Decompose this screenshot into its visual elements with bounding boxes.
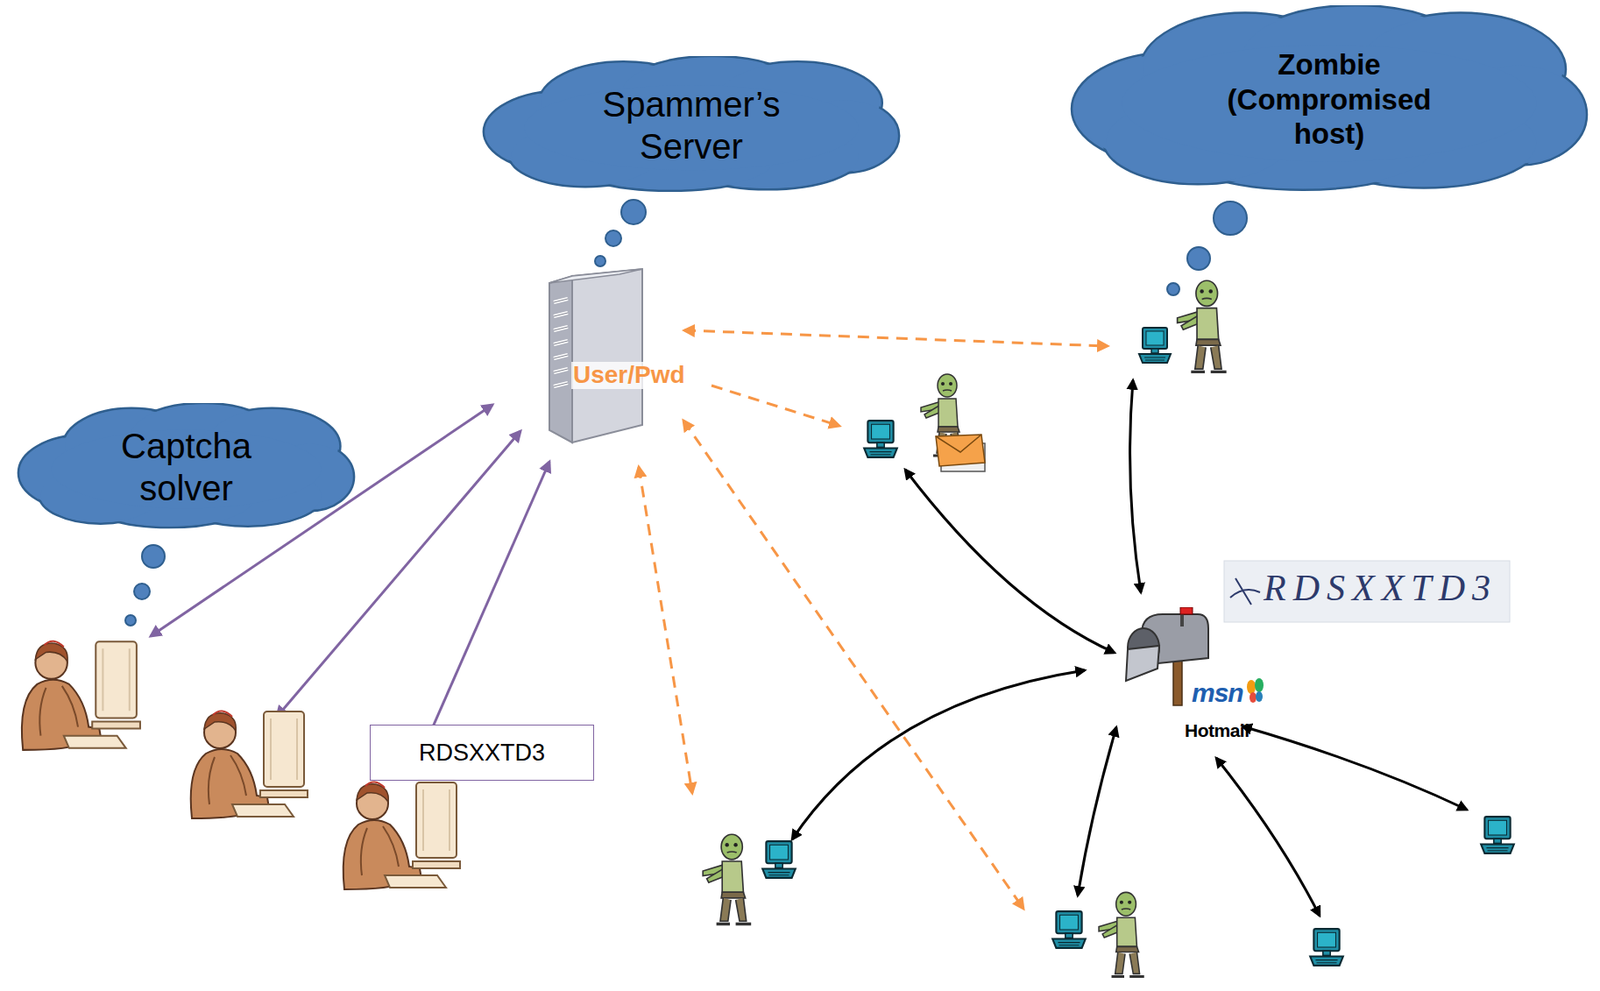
art-part [1077, 727, 1117, 896]
captcha-worker [191, 710, 308, 819]
cloud-title: Captcha solver [94, 424, 279, 510]
zombie-figure [702, 834, 751, 924]
zombie-figure [1177, 280, 1227, 372]
art-part [684, 330, 1108, 347]
art-part [711, 385, 840, 426]
art-part [134, 583, 150, 600]
control-links [638, 330, 1108, 909]
art-part [594, 255, 606, 267]
msn-butterfly [1246, 678, 1264, 703]
computer-icon [1480, 816, 1515, 854]
art-part [605, 230, 622, 247]
art-part [1130, 380, 1141, 593]
art-part [1255, 691, 1263, 702]
cloud-shape [479, 56, 904, 194]
art-part [1187, 247, 1211, 270]
computer-icon [762, 841, 796, 878]
art-part [1242, 726, 1467, 810]
captcha-text: RDSXXTD3 [1261, 567, 1500, 609]
art-part [1213, 201, 1247, 235]
server-icon [549, 269, 643, 443]
server-cloud: Spammer’s Server [479, 56, 904, 194]
captcha-worker [21, 641, 141, 751]
computer-icon [1309, 928, 1344, 966]
computer-icon [1139, 327, 1171, 363]
mail-links [792, 380, 1467, 916]
cloud-title: Zombie (Compromised host) [1210, 47, 1448, 152]
cloud-fill [1122, 44, 1537, 162]
credential-label: User/Pwd [571, 361, 687, 390]
captcha-answer: RDSXXTD3 [418, 738, 546, 767]
zombie-cloud: Zombie (Compromised host) [1066, 5, 1593, 194]
captcha-scribble [1230, 578, 1261, 605]
art-part [1249, 692, 1257, 703]
captcha-worker [343, 781, 461, 890]
art-part [141, 545, 165, 568]
computer-icon [1052, 911, 1086, 949]
art-part [638, 467, 693, 793]
captcha-answer-box: RDSXXTD3 [369, 724, 595, 781]
art-part [621, 199, 646, 225]
art-part [1246, 679, 1256, 694]
art-part [125, 615, 136, 626]
art-part [1216, 757, 1320, 916]
thought-bubbles [125, 199, 1247, 626]
captcha-image [1224, 560, 1510, 623]
hotmail-logo: Hotmail [1182, 720, 1252, 741]
envelope-icon [935, 434, 985, 472]
art-part [792, 670, 1085, 840]
msn-logo: msn [1189, 678, 1246, 708]
art-part [1254, 678, 1264, 693]
zombie-figure [1098, 892, 1145, 977]
art-part [905, 469, 1115, 653]
cloud-title: Spammer’s Server [573, 83, 810, 168]
computer-icon [863, 420, 898, 458]
cloud-shape [14, 403, 358, 531]
art-part [1167, 283, 1180, 296]
solver-cloud: Captcha solver [14, 403, 358, 531]
art-part [417, 461, 550, 761]
